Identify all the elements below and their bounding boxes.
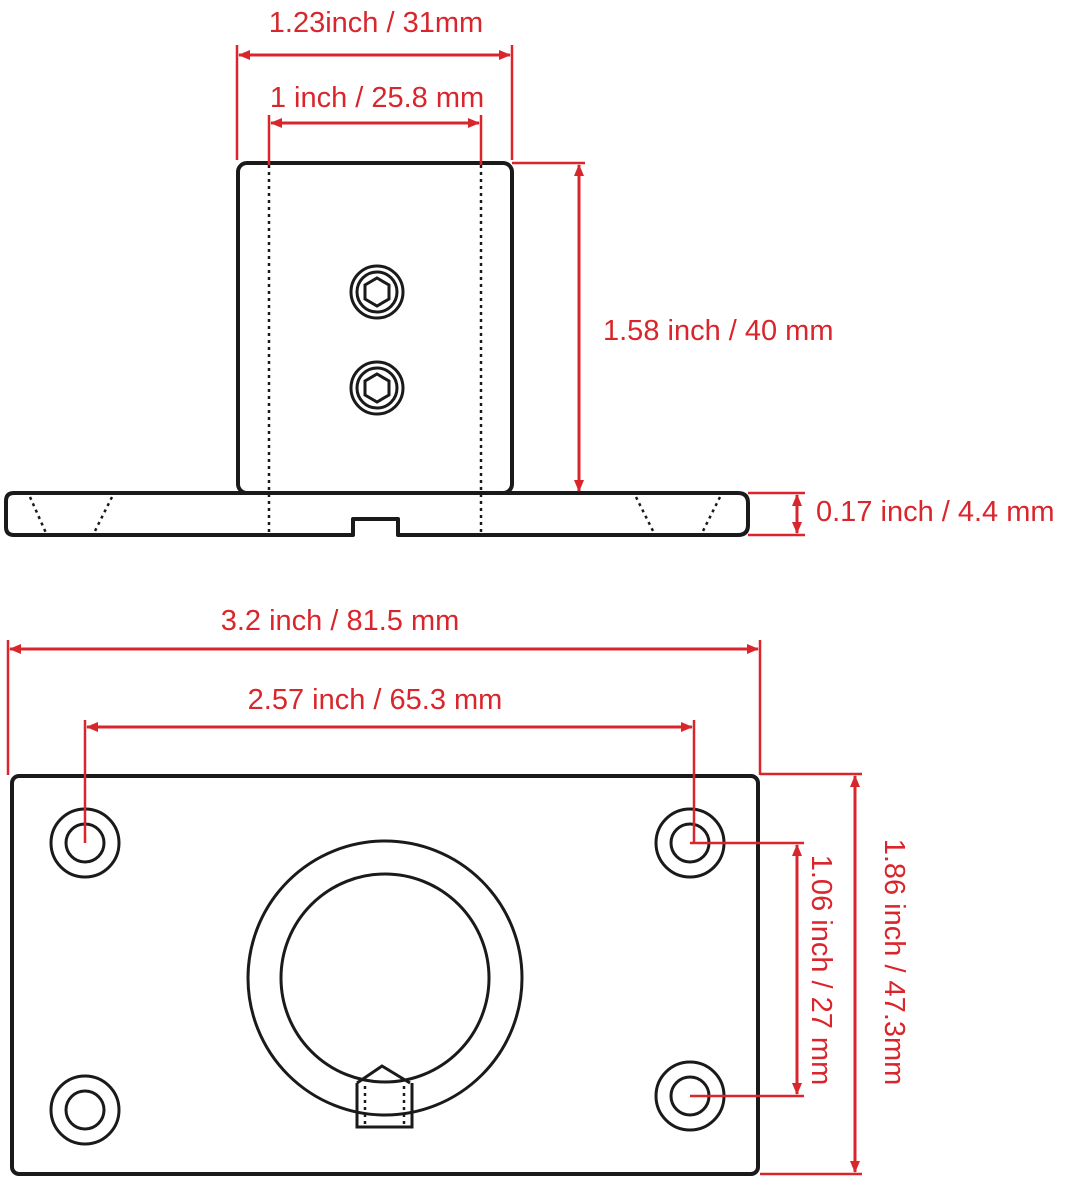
label-base-thickness: 0.17 inch / 4.4 mm xyxy=(816,496,1055,528)
side-base-plate xyxy=(4,491,750,537)
center-socket xyxy=(246,839,524,1129)
label-overall-width: 1.23inch / 31mm xyxy=(269,7,483,39)
label-hole-spacing-x: 2.57 inch / 65.3 mm xyxy=(248,684,503,716)
top-plate xyxy=(10,774,760,1176)
label-hole-spacing-y: 1.06 inch / 27 mm xyxy=(805,855,837,1086)
label-plate-width: 1.86 inch / 47.3mm xyxy=(878,839,910,1086)
set-screw-lower xyxy=(349,360,405,416)
label-post-height: 1.58 inch / 40 mm xyxy=(603,315,834,347)
label-inner-width: 1 inch / 25.8 mm xyxy=(270,82,484,114)
label-plate-length: 3.2 inch / 81.5 mm xyxy=(221,605,460,637)
mounting-hole-bottom-left xyxy=(49,1074,121,1146)
side-view: 1.23inch / 31mm 1 inch / 25.8 mm 1.58 in… xyxy=(4,7,1055,537)
set-screw-upper xyxy=(349,264,405,320)
socket-screw-boss xyxy=(355,1064,414,1129)
side-post xyxy=(236,161,514,495)
top-view: 3.2 inch / 81.5 mm 2.57 inch / 65.3 mm 1… xyxy=(6,605,910,1176)
